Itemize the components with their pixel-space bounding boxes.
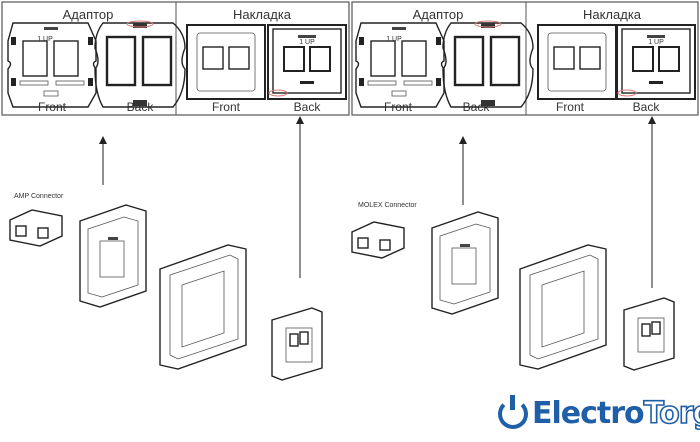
frame-drawing	[159, 244, 247, 370]
front-label: Front	[384, 100, 413, 114]
logo-part2: Torg	[643, 395, 700, 432]
plate-drawing	[271, 307, 323, 381]
connector-label: MOLEX Connector	[358, 202, 417, 209]
adapter-back-drawing	[93, 19, 187, 109]
up-label: 1 UP	[386, 36, 402, 43]
frame-drawing	[519, 244, 607, 370]
connector-drawing	[351, 221, 405, 259]
cover-back-drawing	[616, 24, 696, 100]
connector-label: AMP Connector	[14, 193, 64, 200]
panel-left: Адаптор Накладка 1 UP 1 UP Front Back Fr…	[1, 1, 350, 381]
cover-title: Накладка	[583, 7, 642, 22]
back-label: Back	[463, 100, 491, 114]
up-label-cover: 1 UP	[299, 39, 315, 46]
cover-front-drawing	[186, 24, 266, 100]
adapter-title: Адаптор	[413, 7, 464, 22]
front-label-cover: Front	[212, 100, 241, 114]
adapter-title: Адаптор	[63, 7, 114, 22]
mechanism-drawing	[431, 211, 499, 315]
up-label: 1 UP	[37, 36, 53, 43]
power-icon	[498, 394, 528, 429]
legend-box	[351, 1, 699, 116]
back-label: Back	[127, 100, 155, 114]
mechanism-drawing	[79, 204, 147, 308]
panel-right: Адаптор Накладка 1 UP 1 UP Front Back Fr…	[351, 1, 699, 371]
cover-back-drawing	[267, 24, 347, 100]
front-label: Front	[38, 100, 67, 114]
plate-drawing	[623, 297, 675, 371]
front-label-cover: Front	[556, 100, 585, 114]
back-label-cover: Back	[294, 100, 322, 114]
cover-title: Накладка	[233, 7, 292, 22]
connector-drawing	[9, 209, 63, 247]
cover-front-drawing	[537, 24, 617, 100]
back-label-cover: Back	[633, 100, 661, 114]
up-label-cover: 1 UP	[648, 39, 664, 46]
logo-part1: Electro	[532, 396, 645, 431]
adapter-back-drawing	[441, 19, 535, 109]
electrotorg-logo: ElectroTorg	[498, 394, 700, 432]
